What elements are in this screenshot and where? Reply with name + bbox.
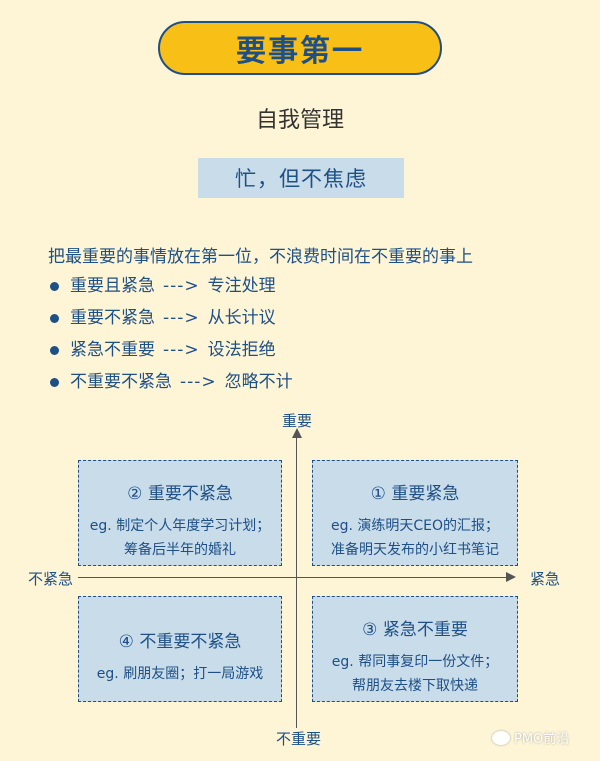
- bullet-dot-icon: [50, 345, 59, 355]
- watermark: PMO前沿: [492, 728, 569, 747]
- quadrant-example: 帮朋友去楼下取快递: [352, 678, 478, 694]
- list-item-label: 不重要不紧急: [70, 372, 172, 392]
- arrow-text: --->: [163, 308, 200, 328]
- wechat-icon: [492, 730, 510, 745]
- quadrant-example: 筹备后半年的婚礼: [124, 542, 236, 558]
- list-item: 紧急不重要 ---> 设法拒绝: [50, 334, 293, 366]
- list-item: 不重要不紧急 ---> 忽略不计: [50, 366, 293, 398]
- list-item-action: 忽略不计: [224, 372, 293, 392]
- list-item-label: 紧急不重要: [70, 340, 155, 360]
- vertical-axis: [296, 436, 297, 728]
- quadrant-title: ④ 不重要不紧急: [118, 632, 242, 652]
- subtitle: 自我管理: [255, 108, 344, 133]
- motto-box: 忙，但不焦虑: [198, 158, 404, 198]
- list-item-action: 设法拒绝: [207, 340, 276, 360]
- horizontal-axis: [78, 577, 508, 578]
- list-item: 重要且紧急 ---> 专注处理: [50, 270, 293, 302]
- quadrant-urgent-not-important: ③ 紧急不重要 eg. 帮同事复印一份文件； 帮朋友去楼下取快递: [312, 596, 518, 702]
- quadrant-important-not-urgent: ② 重要不紧急 eg. 制定个人年度学习计划； 筹备后半年的婚礼: [78, 460, 282, 566]
- bullet-dot-icon: [50, 377, 59, 387]
- quadrant-important-urgent: ① 重要紧急 eg. 演练明天CEO的汇报； 准备明天发布的小红书笔记: [312, 460, 518, 566]
- arrow-up-icon: [292, 428, 302, 438]
- quadrant-title: ① 重要紧急: [370, 484, 460, 504]
- quadrant-example: eg. 帮同事复印一份文件；: [331, 654, 499, 670]
- arrow-right-icon: [506, 572, 516, 582]
- quadrant-example: eg. 演练明天CEO的汇报；: [330, 518, 500, 534]
- bullet-dot-icon: [50, 281, 59, 291]
- list-item-label: 重要且紧急: [70, 276, 155, 296]
- list-item-action: 专注处理: [207, 276, 276, 296]
- arrow-text: --->: [163, 276, 200, 296]
- priority-list: 重要且紧急 ---> 专注处理 重要不紧急 ---> 从长计议 紧急不重要 --…: [50, 270, 293, 398]
- quadrant-example: eg. 制定个人年度学习计划；: [89, 518, 271, 534]
- quadrant-example: 准备明天发布的小红书笔记: [331, 542, 499, 558]
- arrow-text: --->: [180, 372, 217, 392]
- arrow-text: --->: [163, 340, 200, 360]
- quadrant-title: ③ 紧急不重要: [362, 620, 468, 640]
- list-item: 重要不紧急 ---> 从长计议: [50, 302, 293, 334]
- bullet-dot-icon: [50, 313, 59, 323]
- axis-label-not-important: 不重要: [276, 730, 322, 748]
- intro-text: 把最重要的事情放在第一位，不浪费时间在不重要的事上: [48, 247, 473, 267]
- axis-label-not-urgent: 不紧急: [28, 570, 74, 588]
- list-item-label: 重要不紧急: [70, 308, 155, 328]
- quadrant-title: ② 重要不紧急: [127, 484, 233, 504]
- axis-label-urgent: 紧急: [530, 570, 561, 588]
- page-title: 要事第一: [158, 21, 442, 75]
- quadrant-not-important-not-urgent: ④ 不重要不紧急 eg. 刷朋友圈；打一局游戏: [78, 596, 282, 702]
- watermark-text: PMO前沿: [514, 732, 570, 747]
- list-item-action: 从长计议: [207, 308, 276, 328]
- axis-label-important: 重要: [282, 412, 313, 430]
- quadrant-example: eg. 刷朋友圈；打一局游戏: [96, 666, 264, 682]
